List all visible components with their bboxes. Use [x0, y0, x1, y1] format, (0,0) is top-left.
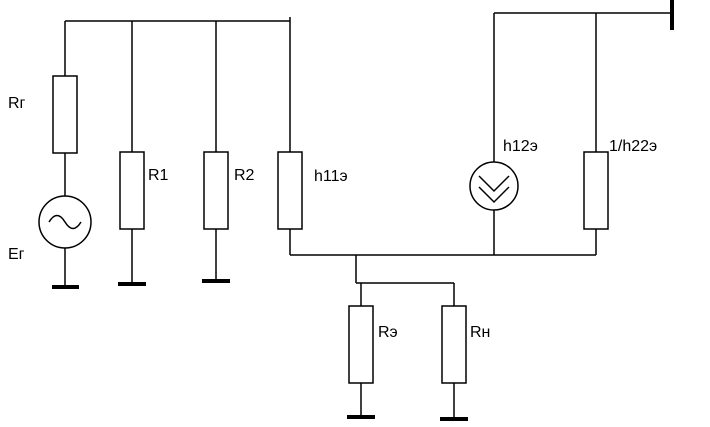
- eg-label: Eг: [8, 246, 25, 263]
- h22-resistor: [583, 151, 609, 230]
- rg-label: Rг: [8, 95, 26, 112]
- rg-resistor: [52, 75, 78, 154]
- r1-label: R1: [148, 167, 169, 184]
- h11-resistor: [277, 151, 303, 230]
- r1-resistor: [119, 151, 145, 230]
- r2-label: R2: [234, 167, 255, 184]
- dependent-source-icon: [469, 161, 519, 211]
- ac-voltage-source-icon: [38, 195, 92, 249]
- rn-label: Rн: [470, 324, 490, 341]
- re-label: Rэ: [378, 324, 398, 341]
- h22-label: 1/h22э: [609, 138, 657, 155]
- re-resistor: [348, 305, 374, 384]
- h12-label: h12э: [503, 138, 538, 155]
- h11-label: h11э: [314, 168, 348, 185]
- rn-resistor: [441, 305, 467, 384]
- r2-resistor: [203, 151, 229, 230]
